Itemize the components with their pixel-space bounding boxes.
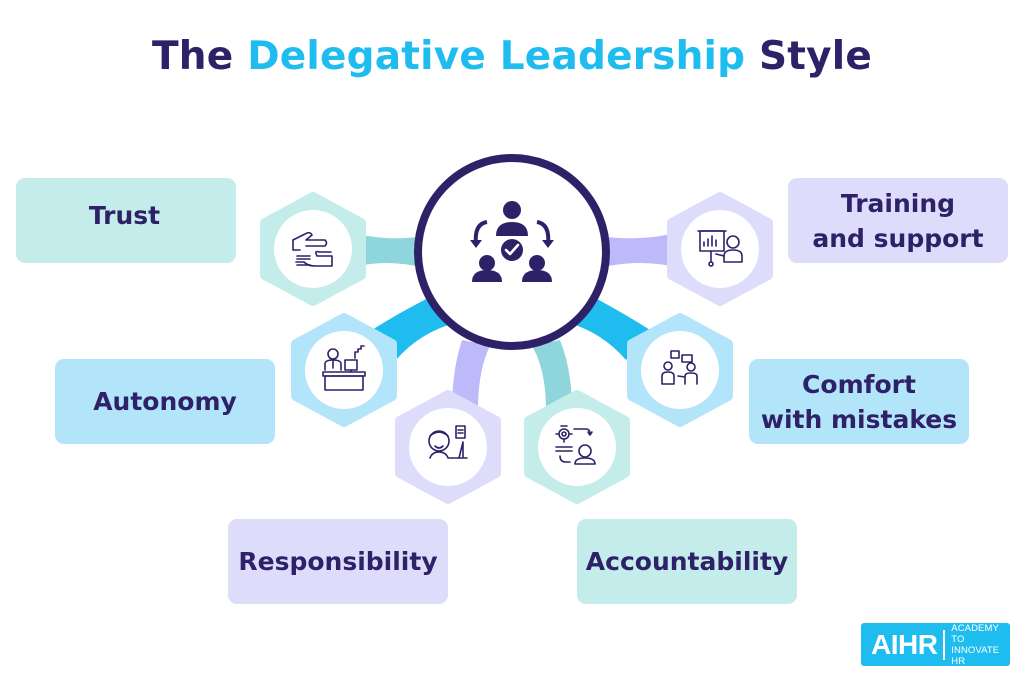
- connector-trust: [350, 232, 425, 268]
- smiling-worker-computer-icon: [428, 425, 468, 459]
- item-trust-label: Trust: [88, 201, 161, 230]
- logo-divider: [943, 629, 946, 660]
- item-comfort-line-1: Comfort: [802, 369, 916, 399]
- item-accountability-label: Accountability: [585, 547, 789, 576]
- item-trust: Trust: [16, 178, 236, 263]
- hex-responsibility: [395, 390, 501, 504]
- title-part-1: The: [152, 34, 248, 79]
- logo-line-2: INNOVATE HR: [951, 644, 1000, 667]
- logo-subtitle: ACADEMY TO INNOVATE HR: [951, 623, 1010, 667]
- aihr-logo: AIHR ACADEMY TO INNOVATE HR: [861, 623, 1010, 667]
- connector-accountability: [532, 340, 572, 410]
- team-delegation-icon: [470, 201, 554, 282]
- item-responsibility-label: Responsibility: [238, 547, 438, 576]
- page-title: The Delegative Leadership Style: [0, 34, 1024, 79]
- conversation-people-icon: [661, 350, 698, 385]
- desk-worker-icon: [322, 345, 366, 391]
- title-accent: Delegative Leadership: [247, 34, 746, 79]
- person-gear-cycle-icon: [555, 425, 596, 465]
- item-autonomy-label: Autonomy: [93, 387, 237, 416]
- hex-autonomy: [291, 313, 397, 427]
- hex-training: [667, 192, 773, 306]
- hex-accountability: [524, 390, 630, 504]
- item-accountability: Accountability: [577, 519, 797, 604]
- item-training: Training and support: [788, 178, 1008, 263]
- handshake-hands-icon: [292, 231, 333, 267]
- logo-mark: AIHR: [871, 628, 938, 660]
- item-training-line-2: and support: [812, 223, 984, 253]
- logo-line-1: ACADEMY TO: [951, 622, 999, 645]
- connector-responsibility: [452, 340, 490, 410]
- item-responsibility: Responsibility: [228, 519, 448, 604]
- presenter-training-icon: [697, 230, 743, 267]
- item-autonomy: Autonomy: [55, 359, 275, 444]
- item-comfort-line-2: with mistakes: [760, 404, 958, 434]
- item-comfort: Comfort with mistakes: [749, 359, 969, 444]
- item-training-line-1: Training: [840, 188, 956, 218]
- connector-training: [600, 232, 680, 268]
- title-part-2: Style: [745, 34, 872, 79]
- hex-comfort: [627, 313, 733, 427]
- hex-trust: [260, 192, 366, 306]
